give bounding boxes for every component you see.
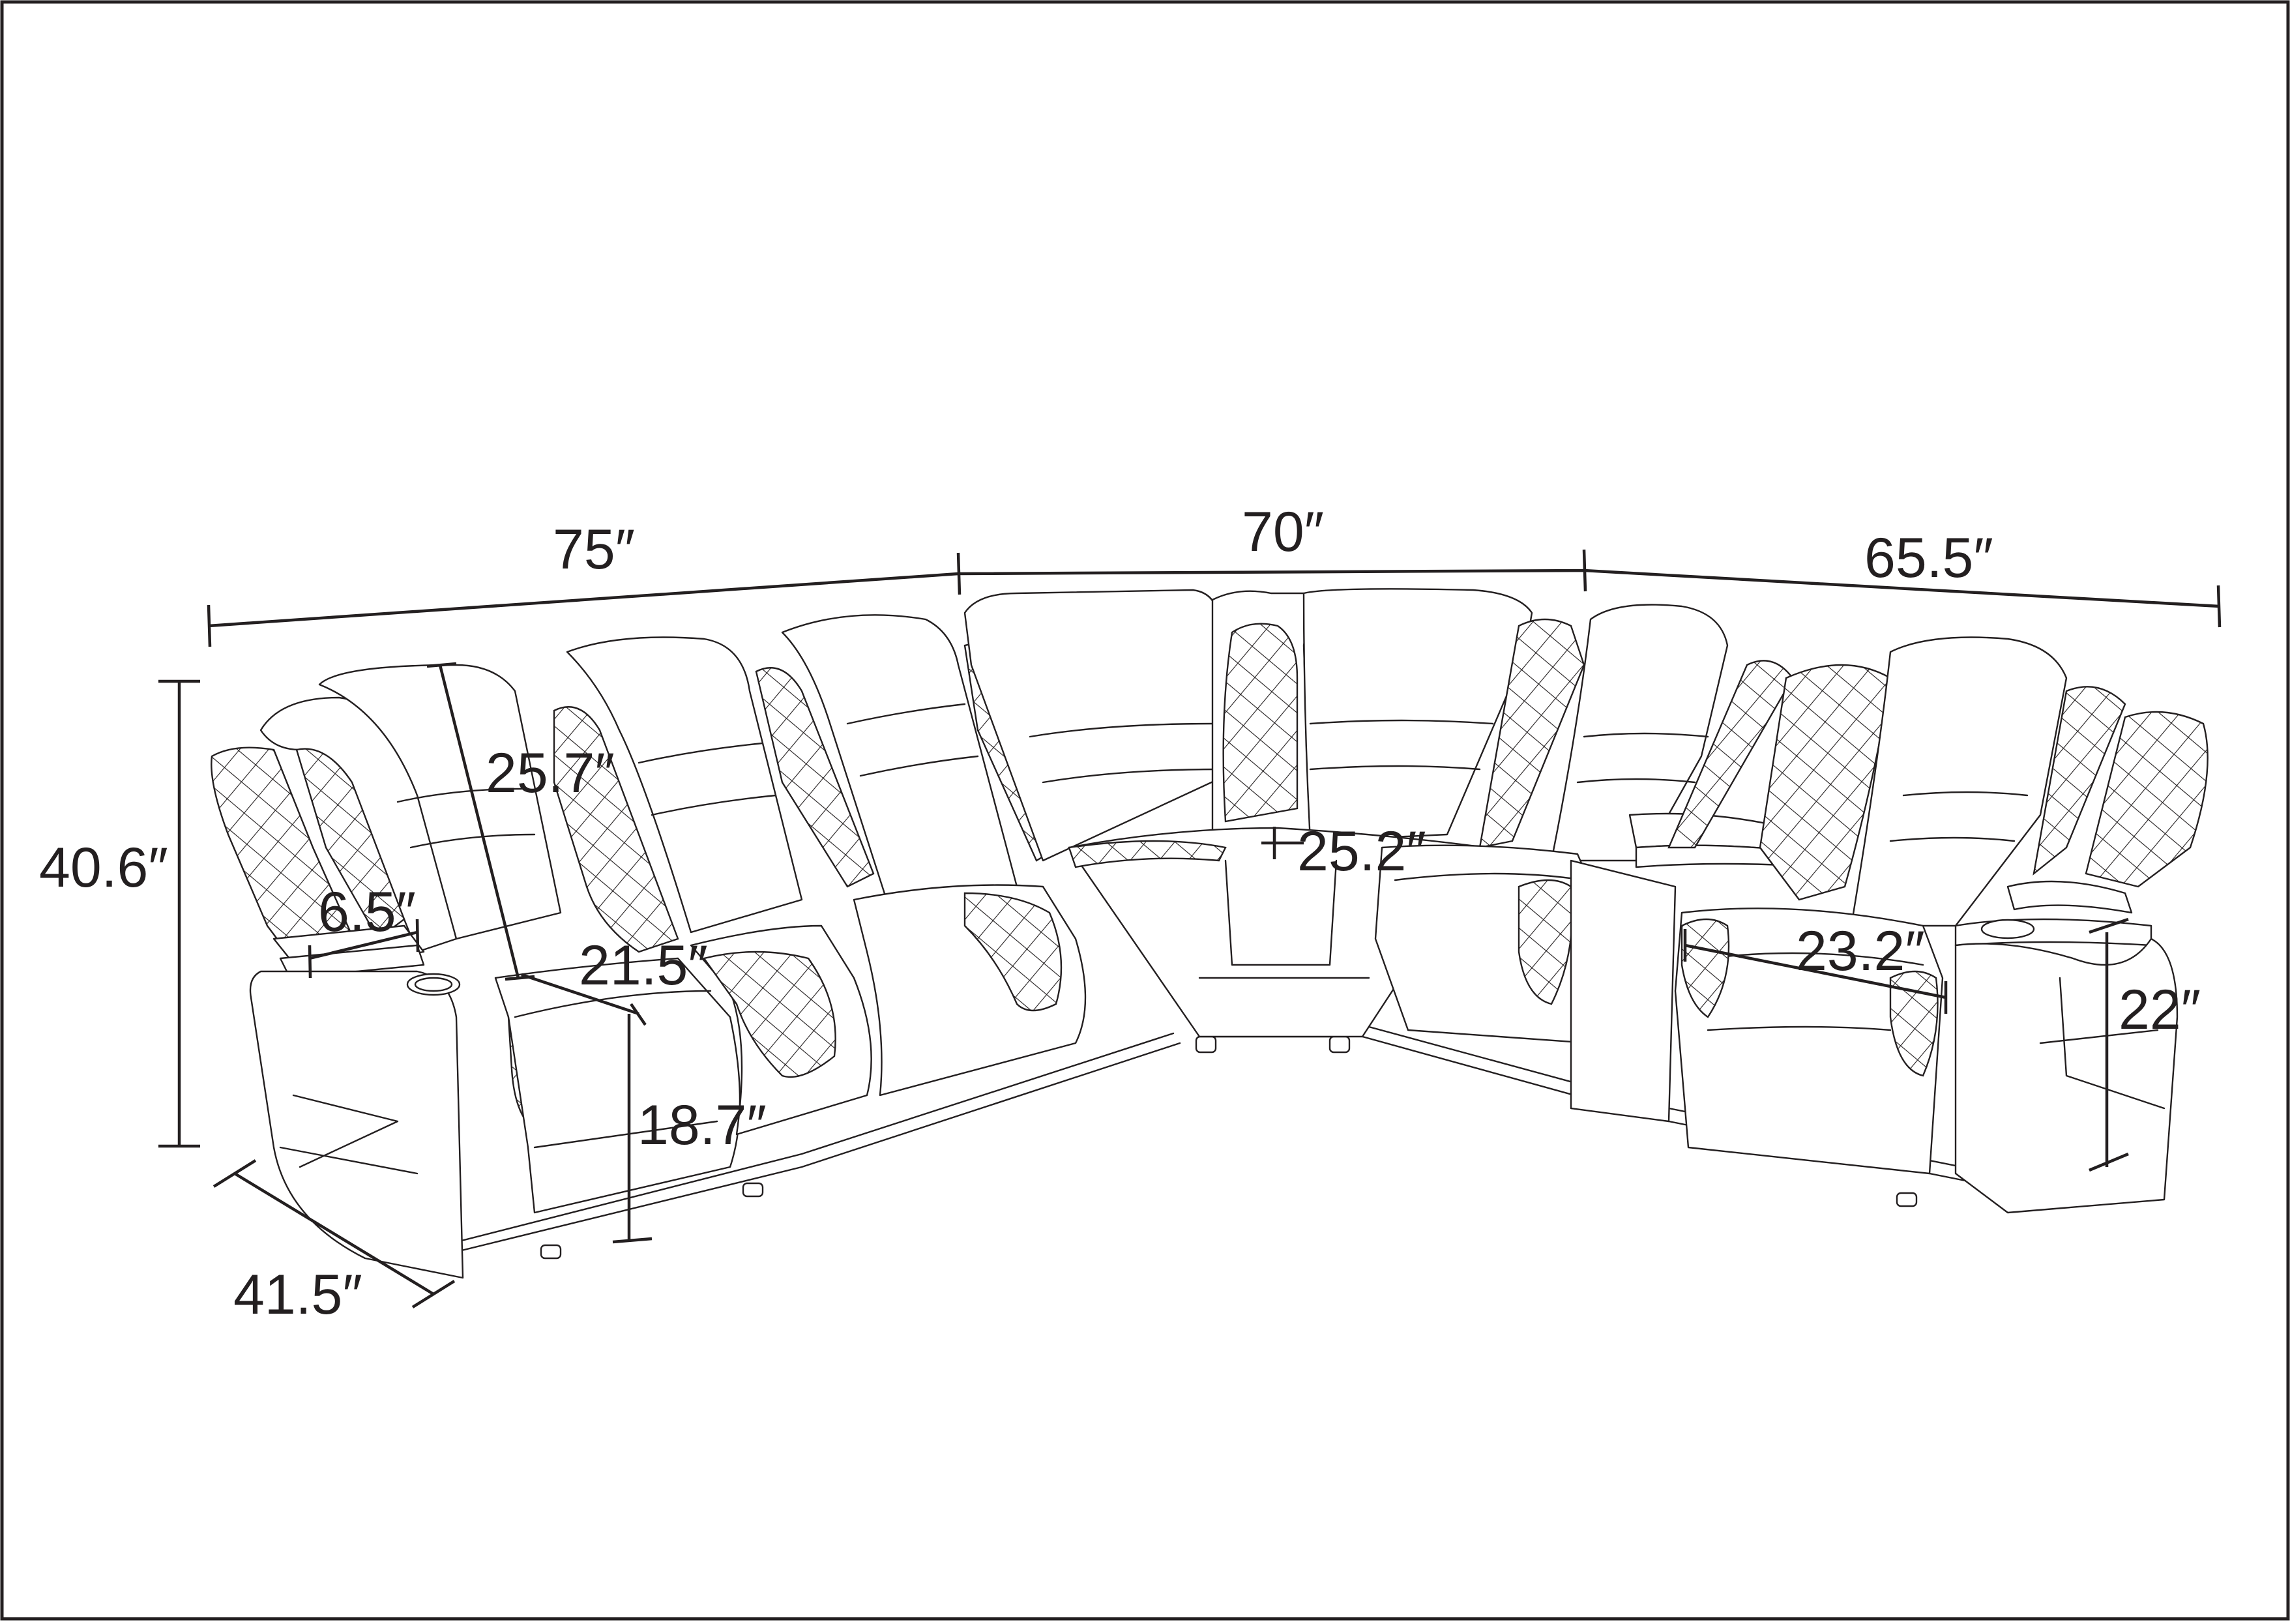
label-seat-height: 18.7″: [638, 1094, 767, 1157]
label-middle-width: 70″: [1242, 501, 1324, 563]
label-armrest-width: 6.5″: [318, 881, 416, 943]
label-backrest-height: 25.7″: [486, 742, 615, 805]
label-corner-seat-width: 25.2″: [1297, 820, 1426, 883]
dim-line-armrest-width: [308, 919, 420, 979]
dimension-lines: [158, 549, 2222, 1308]
left-section: [211, 614, 1087, 1279]
dim-line-corner-seat-width: [1261, 827, 1304, 859]
dimension-labels: 75″ 70″ 65.5″ 40.6″ 41.5″ 6.5″ 25.7″ 21.…: [39, 501, 2201, 1326]
label-left-width: 75″: [553, 518, 635, 581]
dim-line-seat-height: [612, 1014, 653, 1244]
right-section: [1374, 604, 2209, 1214]
dim-line-seat-width: [521, 973, 647, 1026]
label-overall-height: 40.6″: [39, 836, 168, 899]
sofa-drawing: [211, 588, 2209, 1279]
dim-line-depth: [213, 1159, 456, 1308]
dim-line-arm-height: [2089, 917, 2129, 1172]
label-depth: 41.5″: [233, 1263, 362, 1326]
dim-line-right-seat-width: [1683, 929, 1948, 1014]
label-right-seat-width: 23.2″: [1796, 920, 1925, 982]
dim-line-overall-height: [158, 679, 200, 1148]
label-right-width: 65.5″: [1864, 527, 1993, 589]
label-seat-width: 21.5″: [579, 934, 708, 997]
label-arm-height: 22″: [2119, 979, 2201, 1041]
dim-line-right-width: [1583, 568, 2222, 628]
